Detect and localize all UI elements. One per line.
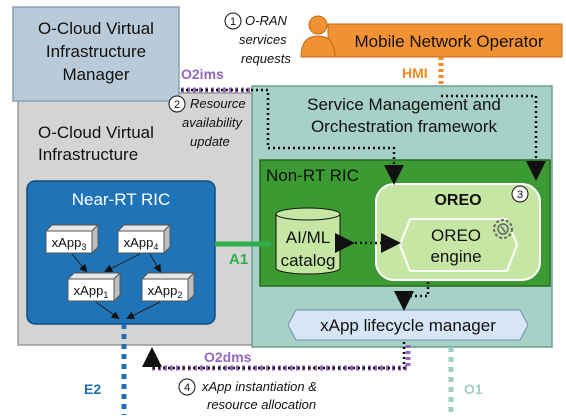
step-2-text-3: update: [190, 134, 230, 149]
hmi-label: HMI: [402, 65, 428, 81]
xapp-1-label: xApp1: [74, 283, 109, 300]
non-rt-ric-label: Non-RT RIC: [266, 166, 359, 185]
lifecycle-manager-box: [287, 309, 529, 341]
o2ims-label: O2ims: [181, 66, 224, 82]
oreo-to-lifecycle-arrow: [394, 282, 430, 311]
oreo-engine-label-1: OREO: [431, 226, 481, 245]
o1-label: O1: [464, 381, 483, 397]
ocloud-infra-title-1: O-Cloud Virtual: [38, 123, 154, 142]
smo-title-2: Orchestration framework: [311, 117, 498, 136]
xapp-4-label: xApp4: [124, 235, 159, 252]
o2dms-interface-line: [152, 342, 411, 371]
xapp-4-box: xApp4: [116, 223, 172, 255]
step-4-circle: [178, 378, 196, 396]
ocloud-manager-box: [12, 6, 180, 102]
xapp-1-box: xApp1: [66, 271, 122, 303]
step-2-text-1: Resource: [190, 96, 246, 111]
o2dms-label: O2dms: [204, 349, 252, 365]
step-4-text-1: xApp instantiation &: [201, 379, 317, 394]
step-3-circle: [511, 185, 529, 203]
operator-person-icon: [300, 15, 336, 58]
step-4-number: 4: [184, 382, 190, 394]
ai-ml-catalog: [275, 207, 341, 275]
deploy-arrow: [142, 342, 406, 370]
xapp-chain-arrows: [71, 253, 162, 320]
ocloud-infra-title-2: Infrastructure: [38, 145, 138, 164]
step-1-circle: [224, 12, 242, 30]
ocloud-manager-title-2: Infrastructure: [46, 42, 146, 61]
mno-box: [327, 23, 563, 58]
step-2-number: 2: [174, 99, 180, 111]
lifecycle-manager-label: xApp lifecycle manager: [320, 316, 496, 335]
catalog-label-2: catalog: [281, 251, 336, 270]
oreo-engine-label-2: engine: [430, 247, 481, 266]
step-4-text-2: resource allocation: [207, 397, 316, 412]
ocloud-manager-title-3: Manager: [62, 65, 129, 84]
step-1-text-2: services: [239, 32, 287, 47]
e2-label: E2: [84, 381, 101, 397]
oreo-title: OREO: [434, 192, 481, 209]
near-rt-ric-label: Near-RT RIC: [72, 190, 171, 209]
xapp-3-label: xApp3: [52, 235, 87, 252]
gear-icon: [493, 219, 513, 239]
catalog-label-1: AI/ML: [286, 228, 330, 247]
ocloud-manager-title-1: O-Cloud Virtual: [38, 19, 154, 38]
step-2-text-2: availability: [182, 115, 243, 130]
step-2-circle: [168, 95, 186, 113]
step-3-number: 3: [517, 189, 523, 201]
a1-label: A1: [229, 251, 248, 268]
step-1-text-1: O-RAN: [245, 13, 288, 28]
resource-update-arrow: [181, 88, 404, 185]
smo-title-1: Service Management and: [307, 95, 501, 114]
step-1-text-3: requests: [241, 51, 291, 66]
xapp-3-box: xApp3: [44, 223, 100, 255]
operator-request-arrow: [441, 94, 546, 181]
xapp-2-box: xApp2: [140, 271, 196, 303]
mno-label: Mobile Network Operator: [355, 32, 544, 51]
xapp-2-label: xApp2: [148, 283, 183, 300]
step-1-number: 1: [230, 16, 236, 28]
